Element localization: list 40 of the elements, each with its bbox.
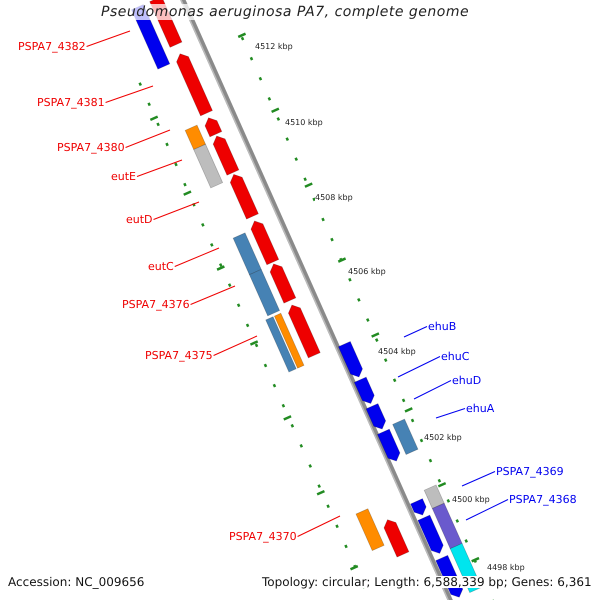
scale-label: 4510 kbp bbox=[285, 119, 323, 127]
scale-label: 4506 kbp bbox=[348, 268, 386, 276]
gene-label: ehuD bbox=[452, 375, 482, 386]
leader-line bbox=[105, 86, 154, 103]
footer-text: Topology: circular; Length: 6,588,339 bp; Genes: 6,361 bbox=[262, 576, 592, 588]
gene-label: eutE bbox=[111, 171, 136, 182]
scale-label: 4512 kbp bbox=[255, 43, 293, 51]
leader-line bbox=[136, 160, 182, 177]
gene-label: ehuA bbox=[466, 403, 494, 414]
leader-line bbox=[462, 471, 496, 486]
gene-label: PSPA7_4380 bbox=[57, 142, 125, 153]
scale-label: 4504 kbp bbox=[378, 348, 416, 356]
leader-line bbox=[297, 516, 340, 537]
leader-line bbox=[398, 356, 440, 378]
gene-label: eutC bbox=[148, 261, 174, 272]
leader-line bbox=[190, 286, 236, 305]
footer-text: Accession: NC_009656 bbox=[8, 576, 144, 588]
leader-line bbox=[466, 499, 508, 520]
scale-label: 4502 kbp bbox=[424, 434, 462, 442]
gene-label: PSPA7_4381 bbox=[37, 97, 105, 108]
gene-label: ehuC bbox=[441, 351, 470, 362]
gene-label: PSPA7_4376 bbox=[122, 299, 190, 310]
leader-line bbox=[436, 408, 466, 418]
leader-line bbox=[213, 336, 258, 356]
gene-label: eutD bbox=[126, 214, 153, 225]
gene-label: PSPA7_4369 bbox=[496, 466, 564, 477]
leader-line bbox=[86, 30, 130, 47]
leader-line bbox=[125, 130, 170, 148]
scale-label: 4500 kbp bbox=[452, 496, 490, 504]
gene-label: PSPA7_4368 bbox=[509, 494, 577, 505]
leader-line bbox=[174, 248, 220, 267]
gene-label: ehuB bbox=[428, 321, 456, 332]
leader-line bbox=[404, 326, 428, 338]
leader-line bbox=[153, 202, 200, 220]
gene-label: PSPA7_4375 bbox=[145, 350, 213, 361]
leader-line bbox=[414, 380, 452, 400]
gene-label: PSPA7_4382 bbox=[18, 41, 86, 52]
scale-label: 4498 kbp bbox=[487, 564, 525, 572]
scale-label: 4508 kbp bbox=[315, 194, 353, 202]
gene-label: PSPA7_4370 bbox=[229, 531, 297, 542]
